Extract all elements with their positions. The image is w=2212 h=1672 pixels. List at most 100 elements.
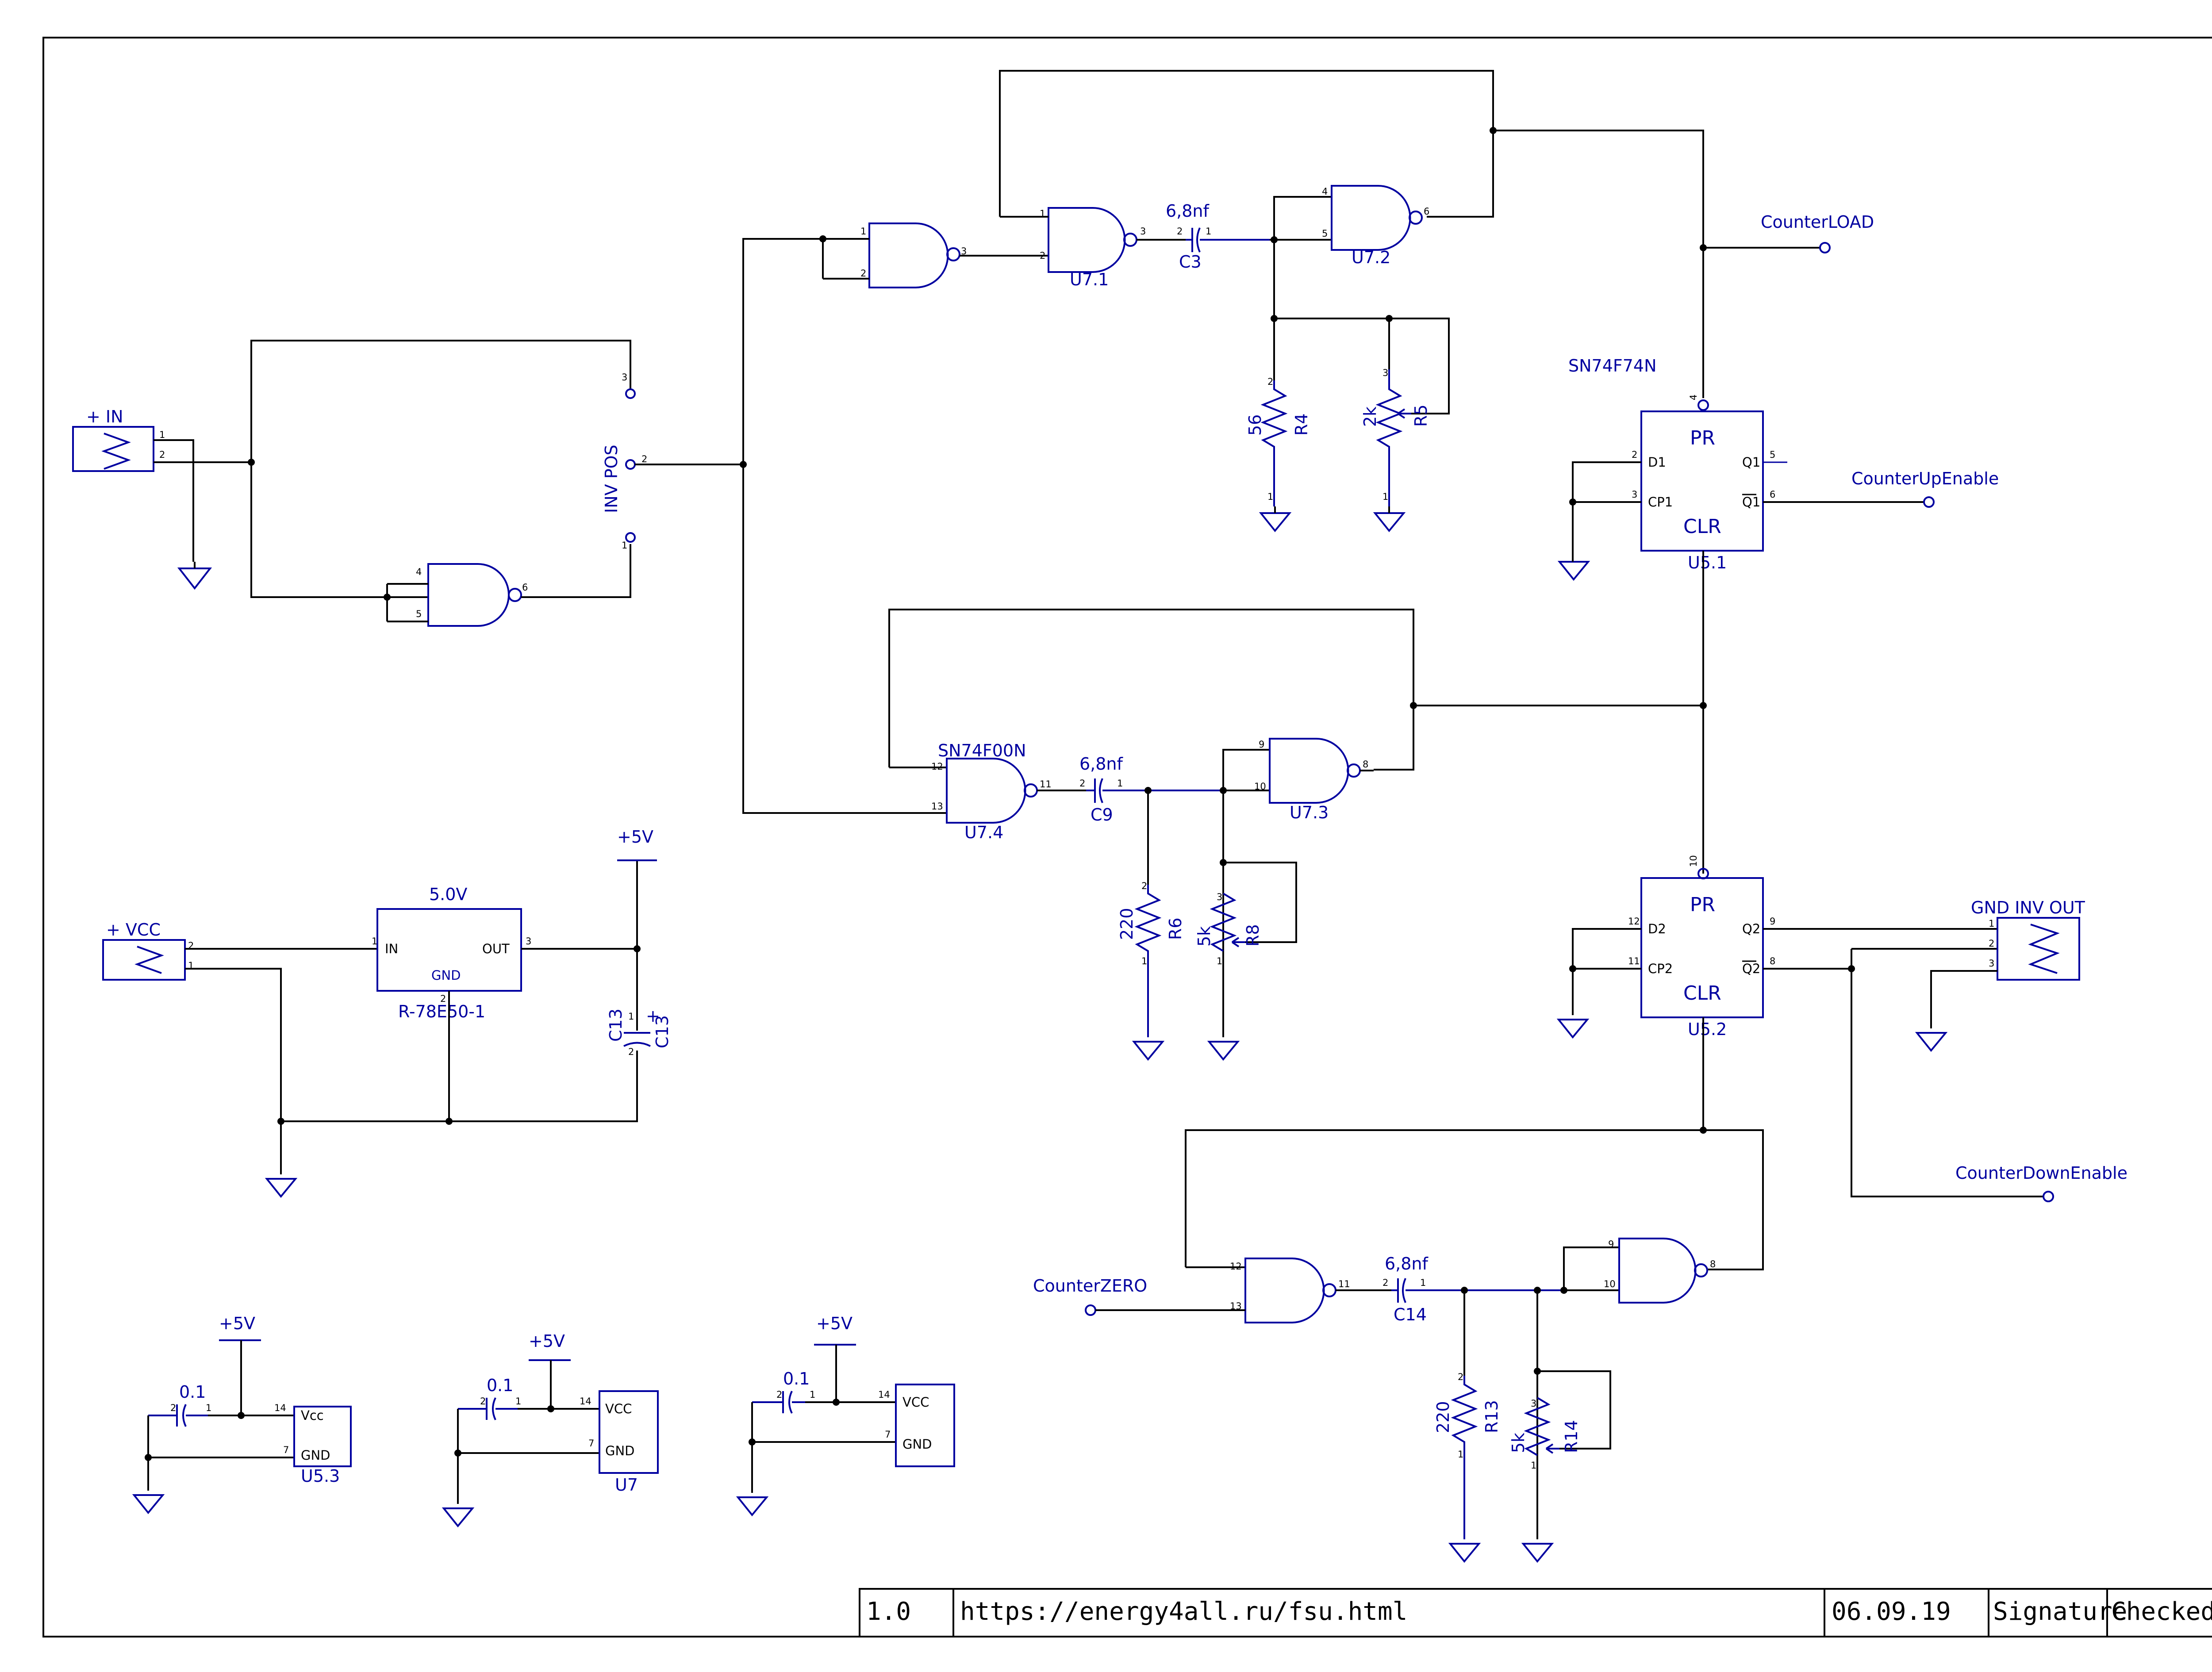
sheet-border — [42, 37, 2212, 1637]
svg-text:CLR: CLR — [1683, 982, 1721, 1005]
svg-text:8: 8 — [1363, 759, 1368, 770]
svg-text:2: 2 — [1267, 376, 1273, 387]
ground-symbol — [1373, 512, 1406, 533]
svg-text:2: 2 — [440, 993, 446, 1004]
vcc-connector-label: + VCC — [106, 920, 161, 940]
svg-text:OUT: OUT — [482, 941, 510, 956]
svg-text:3: 3 — [1632, 489, 1637, 500]
vcc-connector: + VCC 2 1 — [102, 920, 194, 981]
svg-text:6,8nf: 6,8nf — [1385, 1254, 1429, 1273]
svg-text:7: 7 — [283, 1445, 289, 1455]
ground-symbol — [1448, 1543, 1481, 1563]
svg-text:11: 11 — [1628, 956, 1640, 966]
svg-text:+: + — [646, 1006, 660, 1026]
svg-text:U5.3: U5.3 — [301, 1466, 340, 1486]
svg-text:U5.1: U5.1 — [1688, 553, 1727, 572]
ground-symbol — [1521, 1543, 1554, 1563]
svg-text:0.1: 0.1 — [783, 1369, 810, 1388]
svg-text:2: 2 — [480, 1396, 486, 1407]
svg-text:2: 2 — [170, 1403, 176, 1413]
svg-text:1: 1 — [1420, 1277, 1426, 1288]
capacitor-c3: 6,8nf 2 1 C3 — [1166, 201, 1270, 272]
svg-text:10: 10 — [1688, 855, 1699, 867]
svg-text:3: 3 — [1382, 368, 1388, 378]
svg-text:U7: U7 — [615, 1475, 638, 1495]
svg-text:2: 2 — [641, 454, 647, 464]
svg-text:2: 2 — [1079, 778, 1085, 789]
svg-text:10: 10 — [1254, 781, 1266, 792]
svg-text:R13: R13 — [1482, 1400, 1502, 1433]
svg-text:11: 11 — [1040, 779, 1052, 790]
svg-text:1: 1 — [159, 430, 165, 440]
svg-text:9: 9 — [1608, 1239, 1614, 1250]
counter-down-enable-terminal[interactable] — [2043, 1191, 2054, 1202]
svg-text:R14: R14 — [1562, 1420, 1581, 1453]
plus5v-label: +5V — [617, 827, 653, 847]
svg-text:Q2: Q2 — [1742, 961, 1760, 976]
nand-gate-bottom-left: 12 13 11 — [1230, 1258, 1350, 1323]
svg-text:+5V: +5V — [529, 1331, 565, 1351]
counter-zero-terminal[interactable] — [1085, 1304, 1096, 1316]
svg-text:R8: R8 — [1243, 924, 1263, 947]
flipflop-u5-1: PR CLR D1 CP1 Q1 Q1 4 2 3 5 6 U5.1 — [1632, 395, 1775, 572]
version-text: 1.0 — [866, 1597, 911, 1626]
svg-text:VCC: VCC — [605, 1401, 632, 1416]
svg-text:1: 1 — [1206, 226, 1211, 237]
u7-2-label: U7.2 — [1352, 248, 1390, 267]
gate-u7-1: 1 2 3 U7.1 — [1040, 207, 1146, 289]
power-block-u7: +5V 0.1 2 1 VCC GND 14 7 U7 — [442, 1331, 659, 1528]
ground-symbol — [1207, 1041, 1240, 1061]
svg-text:1: 1 — [1989, 918, 1994, 929]
svg-text:+5V: +5V — [816, 1314, 853, 1333]
svg-text:2: 2 — [776, 1389, 782, 1400]
svg-text:U5.2: U5.2 — [1688, 1020, 1727, 1039]
svg-text:3: 3 — [622, 372, 627, 383]
svg-text:GND: GND — [605, 1443, 635, 1458]
svg-text:3: 3 — [1217, 892, 1222, 902]
svg-text:12: 12 — [1230, 1261, 1242, 1272]
counter-load-terminal[interactable] — [1819, 242, 1831, 253]
svg-text:4: 4 — [1322, 186, 1328, 197]
svg-text:0.1: 0.1 — [487, 1376, 513, 1395]
svg-text:2: 2 — [1040, 250, 1045, 261]
svg-text:11: 11 — [1338, 1279, 1350, 1289]
svg-text:1: 1 — [206, 1403, 211, 1413]
svg-text:10: 10 — [1604, 1279, 1616, 1289]
regulator-voltage: 5.0V — [429, 885, 467, 904]
svg-text:56: 56 — [1245, 414, 1265, 436]
svg-text:1: 1 — [810, 1389, 815, 1400]
svg-text:IN: IN — [385, 941, 398, 956]
counter-up-enable-terminal[interactable] — [1923, 496, 1935, 508]
svg-text:5k: 5k — [1194, 926, 1214, 947]
svg-text:Q2: Q2 — [1742, 921, 1760, 936]
svg-text:U7.4: U7.4 — [964, 823, 1003, 842]
svg-text:2k: 2k — [1360, 406, 1380, 427]
ground-symbol — [1132, 1041, 1165, 1061]
svg-text:R5: R5 — [1411, 404, 1431, 427]
flipflop-u5-2: PR CLR D2 CP2 Q2 Q2 10 12 11 9 8 U5.2 — [1628, 855, 1775, 1039]
svg-text:Vcc: Vcc — [301, 1408, 324, 1423]
svg-text:C14: C14 — [1394, 1305, 1427, 1324]
svg-text:R4: R4 — [1292, 413, 1311, 436]
nand-gate-bottom-right: 9 10 8 — [1604, 1238, 1716, 1304]
svg-text:220: 220 — [1117, 908, 1137, 940]
svg-text:GND: GND — [301, 1448, 330, 1463]
potentiometer-r5: 3 1 2k R5 — [1360, 368, 1431, 506]
capacitor-c9: 6,8nf 2 1 C9 — [1079, 754, 1225, 824]
svg-text:2: 2 — [628, 1047, 634, 1057]
output-connector: GND INV OUT 1 2 3 — [1971, 898, 2085, 981]
svg-text:3: 3 — [526, 936, 531, 947]
svg-text:1: 1 — [628, 1011, 634, 1022]
svg-text:1: 1 — [860, 226, 866, 237]
svg-text:14: 14 — [878, 1389, 890, 1400]
svg-text:220: 220 — [1433, 1401, 1453, 1433]
counter-load-label: CounterLOAD — [1761, 212, 1874, 232]
svg-text:8: 8 — [1770, 956, 1775, 966]
counter-zero-label: CounterZERO — [1033, 1276, 1147, 1296]
svg-text:13: 13 — [931, 801, 943, 812]
svg-text:5: 5 — [1770, 449, 1775, 460]
u7-1-label: U7.1 — [1070, 270, 1109, 289]
url-text: https://energy4all.ru/fsu.html — [960, 1597, 1407, 1626]
checked-text: Checked — [2111, 1597, 2212, 1626]
inv-pos-switch[interactable]: 3 1 2 INV POS — [602, 372, 647, 551]
